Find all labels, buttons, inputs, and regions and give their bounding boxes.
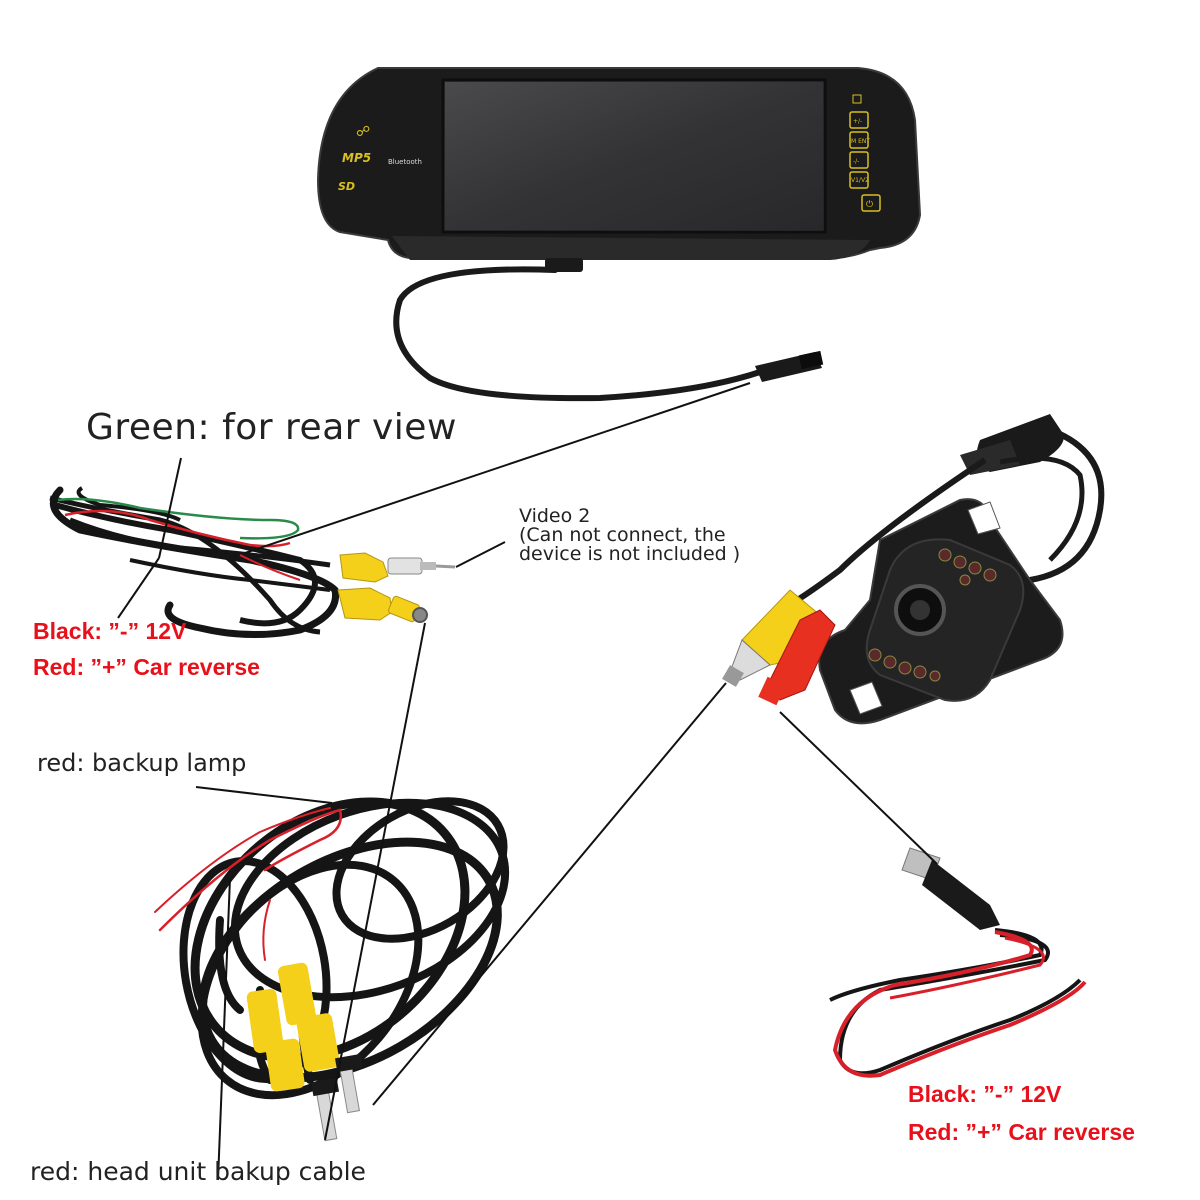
bluetooth-logo: Bluetooth — [388, 158, 422, 166]
power-button — [861, 194, 881, 212]
usb-icon: ☍ — [356, 124, 370, 140]
power-icon: ⏻ — [866, 199, 873, 210]
rear-camera — [722, 414, 1105, 725]
mirror-monitor: ☍ MP5 Bluetooth SD +/- M ENT -/- V1/V2 ⏻ — [316, 67, 922, 402]
left-black-wire-label: Black: ”-” 12V — [33, 618, 187, 644]
backup-lamp-label: red: backup lamp — [37, 749, 247, 777]
volume-button — [849, 111, 869, 129]
left-wire-harness — [49, 486, 456, 639]
green-rear-view-label: Green: for rear view — [86, 407, 457, 448]
rca-connector-video2 — [339, 552, 456, 583]
mp5-logo: MP5 — [342, 151, 371, 165]
video2-note-line1: (Can not connect, the — [519, 524, 726, 546]
camera-power-plug — [758, 609, 836, 706]
camera-housing — [865, 538, 1025, 702]
svg-text:-/-: -/- — [853, 158, 859, 165]
source-button — [849, 171, 869, 189]
green-wire — [57, 497, 300, 540]
menu-button — [849, 131, 869, 149]
right-red-wire-label: Red: ”+” Car reverse — [908, 1119, 1135, 1145]
monitor-logos: ☍ MP5 Bluetooth SD — [338, 124, 422, 193]
svg-text:+/-: +/- — [853, 118, 862, 125]
video2-note-line2: device is not included ) — [519, 543, 741, 565]
monitor-buttons: +/- M ENT -/- V1/V2 ⏻ — [849, 94, 881, 212]
monitor-bottom-strip — [392, 236, 870, 260]
power-cable — [829, 847, 1087, 1078]
monitor-cable — [393, 266, 763, 402]
head-unit-cable-label: red: head unit bakup cable — [30, 1157, 366, 1186]
red-wire-right — [832, 930, 1087, 1078]
svg-text:V1/V2: V1/V2 — [851, 177, 869, 184]
right-black-wire-label: Black: ”-” 12V — [908, 1081, 1062, 1107]
video2-title: Video 2 — [519, 505, 591, 527]
extension-cable-coil — [154, 797, 510, 1142]
red-wire-backup-lamp — [158, 808, 343, 932]
svg-text:M ENT: M ENT — [851, 138, 870, 145]
left-red-wire-label: Red: ”+” Car reverse — [33, 654, 260, 680]
sd-logo: SD — [338, 180, 355, 193]
channel-button — [849, 151, 869, 169]
ir-leds — [868, 548, 997, 682]
rca-plugs-extension — [246, 962, 364, 1142]
pointer-lines — [117, 382, 938, 1181]
video2-label: Video 2 (Can not connect, the device is … — [519, 507, 740, 564]
rca-connector-video1 — [337, 587, 428, 623]
